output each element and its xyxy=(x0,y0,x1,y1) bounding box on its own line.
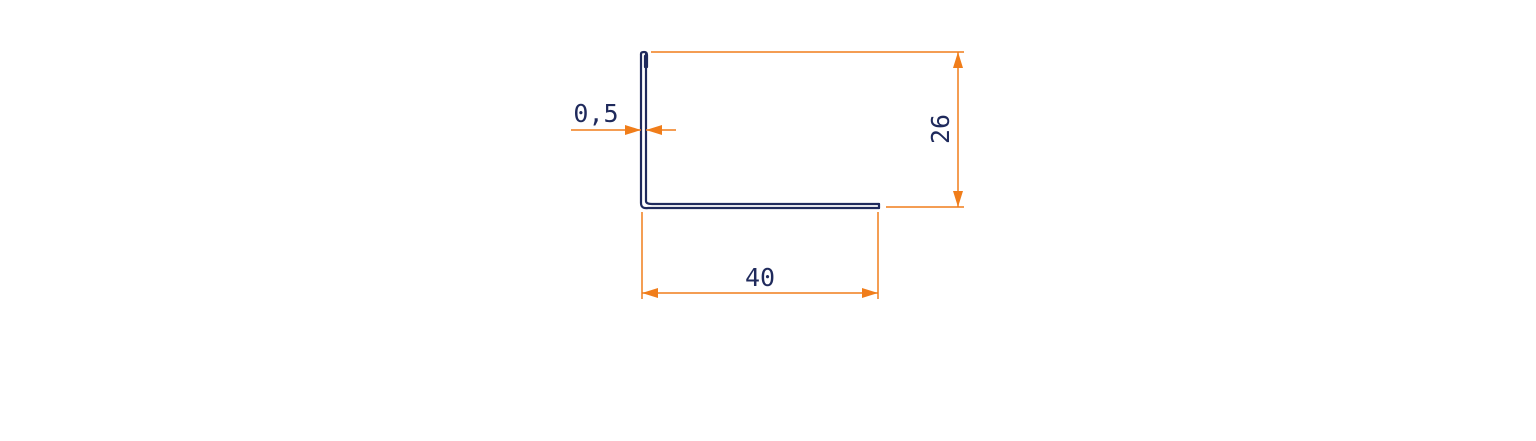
width-label: 40 xyxy=(745,263,775,292)
dimension-lines xyxy=(571,51,964,299)
profile-inner-edge xyxy=(644,52,881,206)
profile-section xyxy=(639,50,881,210)
thickness-arrow-left xyxy=(625,125,641,135)
dimension-arrows xyxy=(625,52,963,298)
thickness-label: 0,5 xyxy=(573,99,618,128)
height-arrow-bottom xyxy=(953,191,963,207)
width-arrow-right xyxy=(862,288,878,298)
height-arrow-top xyxy=(953,52,963,68)
thickness-arrow-right xyxy=(646,125,662,135)
width-arrow-left xyxy=(642,288,658,298)
profile-outer-edge xyxy=(639,52,881,210)
height-label: 26 xyxy=(926,114,955,144)
profile-hem xyxy=(639,50,649,69)
